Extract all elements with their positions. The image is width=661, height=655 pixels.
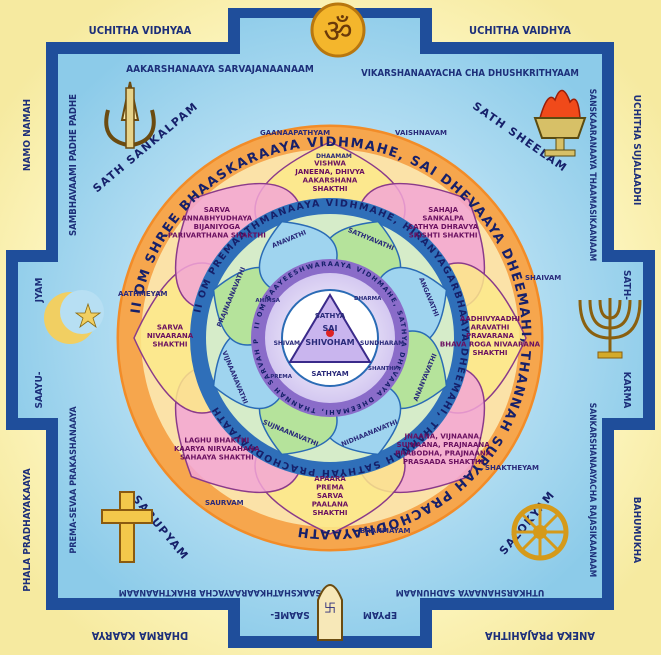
inner-top-left: AAKARSHANAAYA SARVAJANAANAAM bbox=[126, 64, 314, 75]
triangle-corner-2: SHANTHI bbox=[368, 366, 396, 372]
mid-dhamam: DHAAMAM bbox=[316, 153, 352, 160]
triangle-center-2: SHIVOHAM bbox=[305, 338, 354, 347]
triangle-bottom: SATHYAM bbox=[311, 370, 348, 378]
khanda-symbol bbox=[104, 81, 156, 149]
cross-symbol bbox=[101, 491, 153, 563]
label-top-left: UCHITHA VIDHYAA bbox=[89, 24, 192, 37]
inner-right-upper: SANSKAARANAAYA THAAMASIKAANAAM bbox=[587, 89, 597, 262]
label-left-top: NAMO NAMAH bbox=[22, 99, 33, 171]
triangle-right: SUNDHARAM bbox=[360, 340, 404, 347]
svg-text:ॐ: ॐ bbox=[323, 12, 352, 50]
arm-right-1: SATH- bbox=[621, 270, 632, 300]
inner-right-lower: SANKARSHANAAYACHA RAJASIKAANAAM bbox=[587, 403, 597, 578]
crescent-star-symbol bbox=[44, 290, 104, 344]
mid-saurvam: SAURVAM bbox=[205, 499, 244, 507]
triangle-left: SHIVAM bbox=[274, 340, 300, 347]
triangle-center-1: SAI bbox=[323, 324, 338, 333]
fire-altar-symbol bbox=[533, 89, 587, 157]
mid-shaivam: SHAIVAM bbox=[525, 274, 561, 282]
triangle-corner-1: DHARMA bbox=[354, 296, 382, 302]
mid-vaishnavam: VAISHNAVAM bbox=[395, 129, 447, 137]
label-top-right: UCHITHA VAIDHYA bbox=[469, 24, 571, 37]
outer-mantra-ring bbox=[119, 127, 541, 549]
om-symbol: ॐ bbox=[310, 2, 366, 58]
label-bottom-left: DHARMA KAARYA bbox=[91, 629, 188, 642]
mid-shakteyam: SHAKTHEYAM bbox=[485, 464, 539, 472]
dharma-wheel-symbol bbox=[511, 503, 569, 561]
inner-left-lower: PREMA-SEVAA PRAKASHANAAYA bbox=[69, 406, 79, 554]
label-right-bottom: BAHUMUKHA bbox=[631, 497, 642, 563]
inner-bottom-left: SAAKSHATHKAARAAYACHA BHAKTHAANAAM bbox=[119, 587, 322, 597]
inner-top-right: VIKARSHANAAYACHA CHA DHUSHKRITHYAAM bbox=[361, 68, 579, 79]
svg-text:卐: 卐 bbox=[324, 601, 336, 615]
swastika-shrine-symbol: 卐 bbox=[317, 584, 343, 641]
triangle-corner-3: PREMA bbox=[270, 374, 292, 380]
inner-bottom-right: UTHKARSHANAAYA SADHUNAAM bbox=[396, 587, 545, 597]
arm-left-2: SAAYU- bbox=[34, 371, 45, 408]
arm-left-1: JYAM bbox=[34, 278, 45, 304]
arm-bottom-2: EPYAM bbox=[363, 609, 397, 620]
center-triangle bbox=[288, 293, 372, 363]
mid-gaanapathyam: GAANAAPATHYAM bbox=[260, 129, 330, 137]
inner-left-upper: SAMBHAVAAMI PADHE PADHE bbox=[68, 94, 79, 236]
menorah-symbol bbox=[578, 298, 642, 359]
triangle-corner-4: AHIMSA bbox=[255, 298, 280, 304]
center-bindu bbox=[326, 329, 334, 337]
label-left-bottom: PHALA PRADHAYAKAAYA bbox=[22, 468, 33, 591]
label-bottom-right: ANEKA PRAJAHITHA bbox=[485, 629, 595, 642]
triangle-top: SATHYA bbox=[315, 312, 346, 320]
arm-bottom-1: SAAME- bbox=[270, 609, 310, 620]
mid-brahmayam: BRAHMAYAM bbox=[360, 527, 411, 535]
arm-right-2: KARMA bbox=[621, 372, 632, 409]
label-right-top: UCHITHA SUJALAADHI bbox=[631, 95, 642, 206]
mid-aathmeyam: AATHMEYAM bbox=[118, 290, 167, 298]
